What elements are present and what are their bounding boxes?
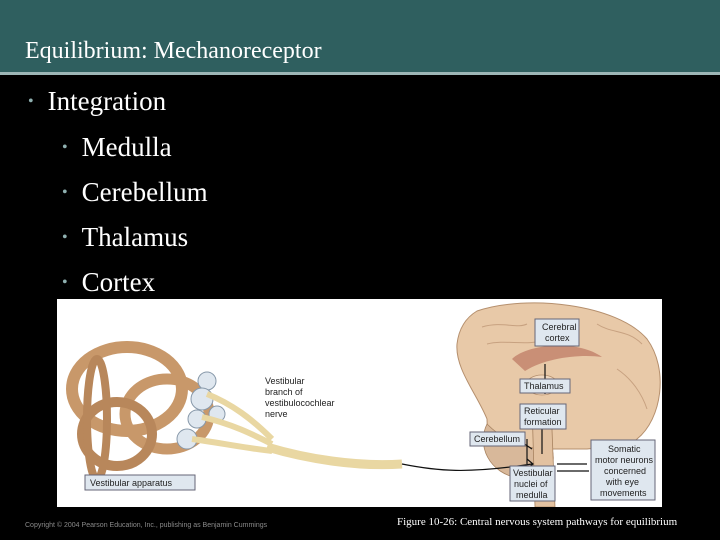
label-cerebral-cortex: Cerebral cortex xyxy=(534,318,580,347)
svg-text:movements: movements xyxy=(600,488,647,498)
bullet-text: Integration xyxy=(47,86,167,116)
label-vestibular-apparatus: Vestibular apparatus xyxy=(84,474,196,491)
bullet-integration: • Integration xyxy=(28,86,166,117)
bullet-text: Thalamus xyxy=(81,222,189,252)
label-somatic-motor-neurons: Somatic motor neurons concerned with eye… xyxy=(590,439,656,501)
svg-text:nerve: nerve xyxy=(265,409,288,419)
svg-text:Vestibular: Vestibular xyxy=(265,376,305,386)
svg-text:Cerebral: Cerebral xyxy=(542,322,577,332)
svg-text:medulla: medulla xyxy=(516,490,548,500)
title-bar xyxy=(0,0,720,75)
svg-text:cortex: cortex xyxy=(545,333,570,343)
bullet-dot-icon: • xyxy=(62,184,68,201)
label-vestibular-nuclei: Vestibular nuclei of medulla xyxy=(509,465,556,502)
bullet-thalamus: • Thalamus xyxy=(62,222,188,253)
bullet-medulla: • Medulla xyxy=(62,132,172,163)
copyright-notice: Copyright © 2004 Pearson Education, Inc.… xyxy=(25,522,268,529)
vestibular-nerve-illustration xyxy=(191,391,403,470)
label-reticular-formation: Reticular formation xyxy=(519,403,567,430)
svg-text:Reticular: Reticular xyxy=(524,406,560,416)
svg-text:branch of: branch of xyxy=(265,387,303,397)
title-underline xyxy=(0,72,720,75)
label-vestibular-branch: Vestibular branch of vestibulocochlear n… xyxy=(265,376,335,419)
bullet-cortex: • Cortex xyxy=(62,267,155,298)
bullet-text: Medulla xyxy=(81,132,172,162)
figure-illustration: Vestibular branch of vestibulocochlear n… xyxy=(66,302,661,508)
svg-text:concerned: concerned xyxy=(604,466,646,476)
svg-text:Cerebellum: Cerebellum xyxy=(474,434,520,444)
svg-text:Somatic: Somatic xyxy=(608,444,641,454)
svg-text:Vestibular apparatus: Vestibular apparatus xyxy=(90,478,173,488)
svg-text:nuclei of: nuclei of xyxy=(514,479,548,489)
bullet-dot-icon: • xyxy=(28,93,34,110)
label-thalamus: Thalamus xyxy=(519,378,571,394)
equilibrium-pathway-figure: Vestibular branch of vestibulocochlear n… xyxy=(57,299,662,508)
slide-title: Equilibrium: Mechanoreceptor xyxy=(25,38,322,64)
svg-text:vestibulocochlear: vestibulocochlear xyxy=(265,398,335,408)
svg-text:Vestibular: Vestibular xyxy=(513,468,553,478)
bullet-text: Cortex xyxy=(81,267,156,297)
vestibular-apparatus-illustration xyxy=(66,341,226,483)
svg-text:formation: formation xyxy=(524,417,562,427)
label-cerebellum: Cerebellum xyxy=(469,431,526,447)
bullet-dot-icon: • xyxy=(62,139,68,156)
figure-caption: Figure 10-26: Central nervous system pat… xyxy=(397,516,678,528)
svg-text:with eye: with eye xyxy=(605,477,639,487)
svg-text:motor neurons: motor neurons xyxy=(595,455,654,465)
bullet-text: Cerebellum xyxy=(81,177,208,207)
svg-text:Thalamus: Thalamus xyxy=(524,381,564,391)
bullet-dot-icon: • xyxy=(62,229,68,246)
bullet-cerebellum: • Cerebellum xyxy=(62,177,208,208)
bullet-dot-icon: • xyxy=(62,274,68,291)
